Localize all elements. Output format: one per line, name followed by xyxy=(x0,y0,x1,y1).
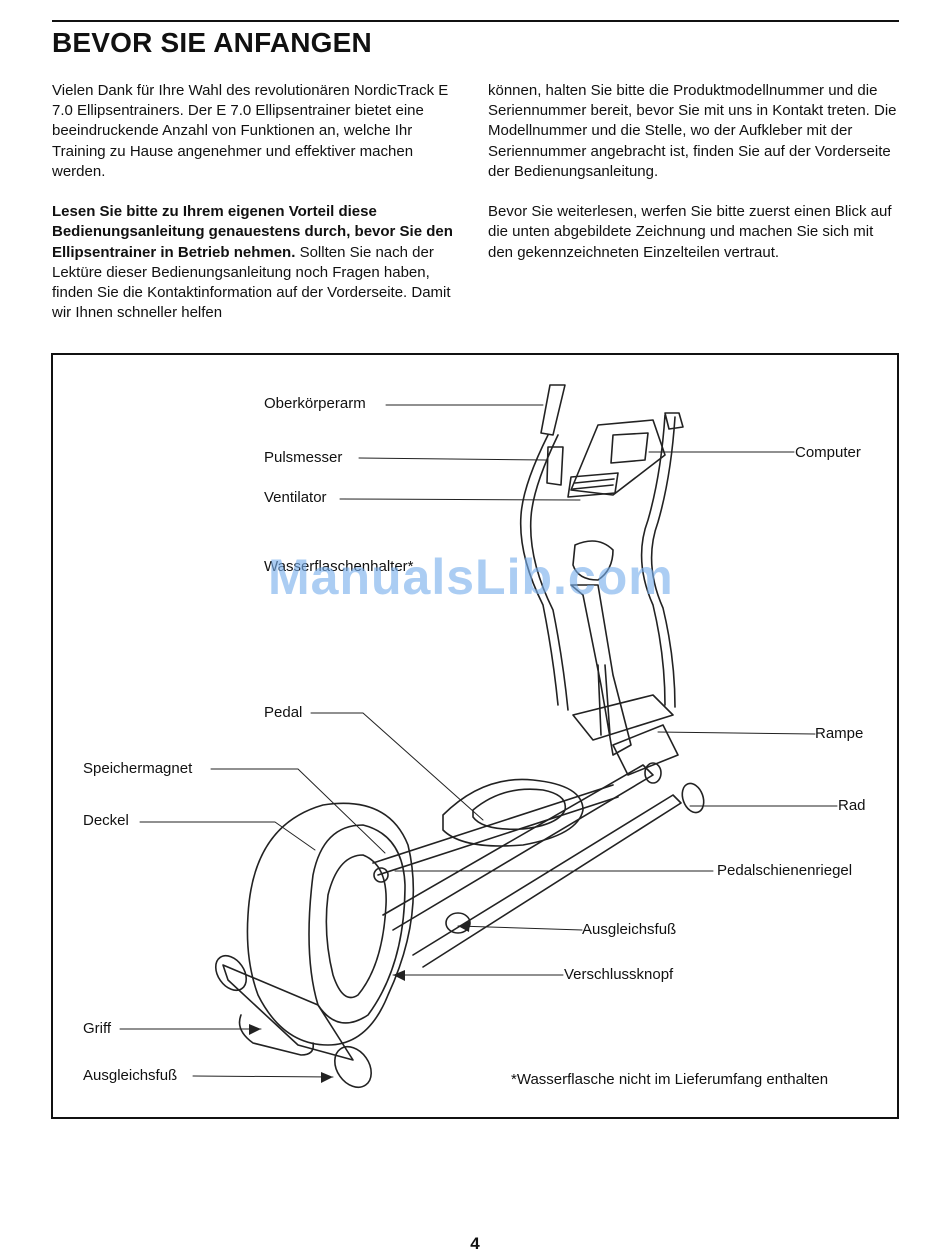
label-pulsmesser: Pulsmesser xyxy=(264,449,343,466)
intro-paragraph: Vielen Dank für Ihre Wahl des revolution… xyxy=(52,82,449,180)
label-ventilator: Ventilator xyxy=(264,489,327,506)
leader-lines xyxy=(119,404,838,1078)
page-number: 4 xyxy=(470,1234,480,1253)
elliptical-trainer-drawing xyxy=(119,384,838,1089)
label-ausgleichsfuss-right: Ausgleichsfuß xyxy=(582,921,677,938)
label-pedalschienenriegel: Pedalschienenriegel xyxy=(717,862,853,879)
label-speichermagnet: Speichermagnet xyxy=(83,760,193,777)
trainer-illustration xyxy=(214,384,705,1089)
top-rule xyxy=(52,20,899,22)
label-verschlussknopf: Verschlussknopf xyxy=(564,966,674,983)
text-column-right: können, halten Sie bitte die Produktmode… xyxy=(488,81,900,283)
label-rad: Rad xyxy=(838,797,866,814)
label-oberkoerperarm: Oberkörperarm xyxy=(264,395,366,412)
contact-paragraph: können, halten Sie bitte die Produktmode… xyxy=(488,82,897,180)
label-rampe: Rampe xyxy=(815,725,864,742)
label-computer: Computer xyxy=(795,444,861,461)
label-deckel: Deckel xyxy=(83,812,129,829)
leader-arrowheads xyxy=(249,921,470,1083)
label-wasserflaschenhalter: Wasserflaschenhalter* xyxy=(264,558,414,575)
text-column-left: Vielen Dank für Ihre Wahl des revolution… xyxy=(52,81,464,344)
instruction-paragraph: Lesen Sie bitte zu Ihrem eigenen Vorteil… xyxy=(52,202,464,323)
label-pedal: Pedal xyxy=(264,704,303,721)
diagram-intro-paragraph: Bevor Sie weiterlesen, werfen Sie bitte … xyxy=(488,203,892,261)
instruction-text: Sollten Sie nach der Lektüre dieser Bedi… xyxy=(52,243,451,322)
instruction-bold-text: Lesen Sie bitte zu Ihrem eigenen Vorteil… xyxy=(52,203,453,261)
parts-diagram: Oberkörperarm Pulsmesser Ventilator Wass… xyxy=(51,353,899,1119)
label-ausgleichsfuss-left: Ausgleichsfuß xyxy=(83,1067,178,1084)
footnote: *Wasserflasche nicht im Lieferumfang ent… xyxy=(511,1071,829,1088)
page-title: BEVOR SIE ANFANGEN xyxy=(52,27,372,58)
watermark: ManualsLib.com xyxy=(268,549,674,605)
label-griff: Griff xyxy=(83,1020,112,1037)
